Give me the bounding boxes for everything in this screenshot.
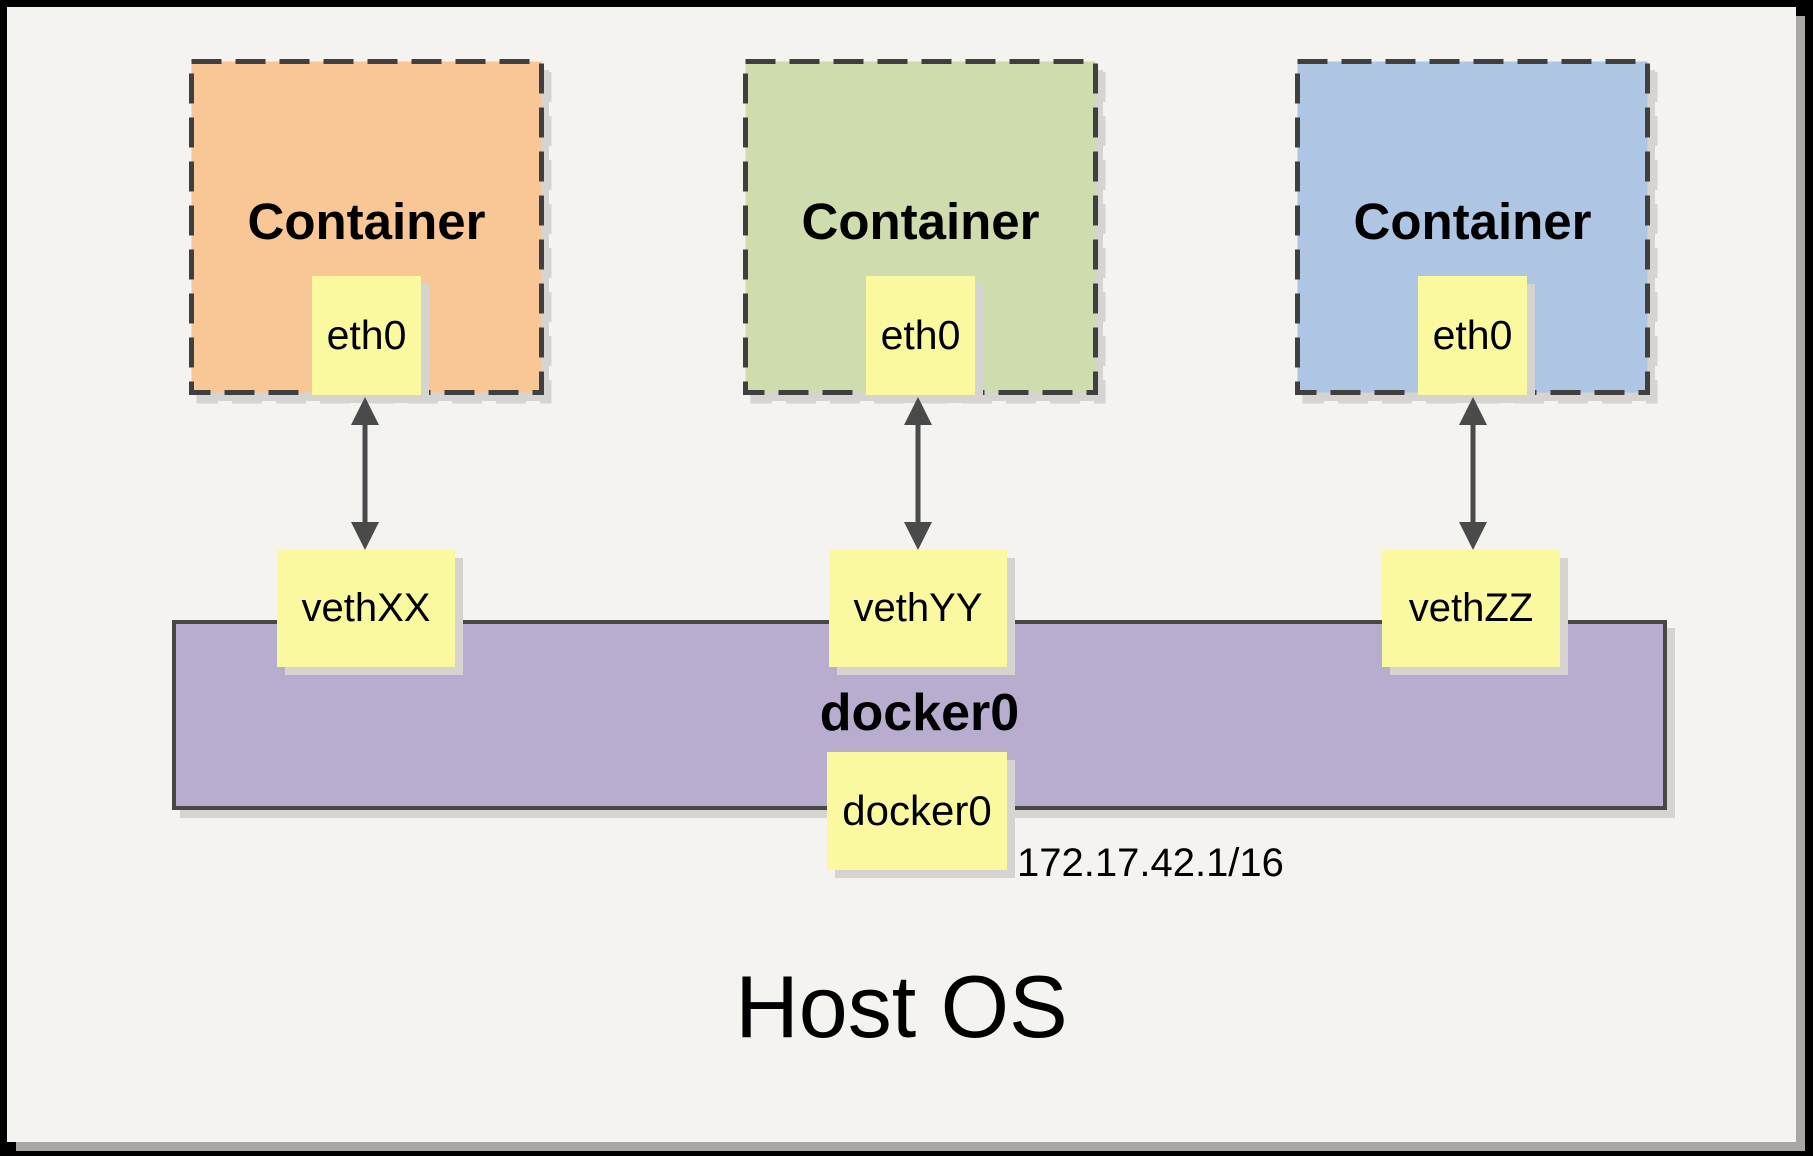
arrow-eth0-vethxx — [351, 397, 379, 550]
arrow-down-head — [351, 522, 379, 550]
container-3-label: Container — [1353, 193, 1592, 250]
arrow-up-head — [1459, 397, 1487, 425]
vethzz-label: vethZZ — [1408, 586, 1534, 630]
arrow-down-head — [904, 522, 932, 550]
arrow-up-head — [351, 397, 379, 425]
container-box-3: Container eth0 — [1295, 59, 1658, 404]
container-3-eth0-label: eth0 — [1432, 312, 1513, 358]
arrow-down-head — [1459, 522, 1487, 550]
container-1-eth0-box: eth0 — [312, 276, 421, 395]
docker0-bridge-label: docker0 — [819, 684, 1020, 742]
vethxx-label: vethXX — [301, 586, 431, 630]
docker0-ip-label: 172.17.42.1/16 — [1017, 841, 1284, 885]
container-1-eth0-label: eth0 — [326, 312, 407, 358]
host-os-label: Host OS — [735, 957, 1068, 1056]
container-3-eth0-box: eth0 — [1418, 276, 1527, 395]
vethzz-box: vethZZ — [1382, 550, 1560, 667]
container-2-eth0-label: eth0 — [880, 312, 961, 358]
docker0-interface-label: docker0 — [842, 787, 992, 834]
vethyy-box: vethYY — [829, 550, 1007, 667]
arrow-eth0-vethyy — [904, 397, 932, 550]
container-box-1: Container eth0 — [189, 59, 552, 404]
container-2-label: Container — [801, 193, 1040, 250]
container-box-2: Container eth0 — [743, 59, 1106, 404]
container-2-eth0-box: eth0 — [866, 276, 975, 395]
docker0-interface-box: docker0 — [827, 752, 1007, 870]
diagram-canvas: Container eth0 Container eth0 Container — [7, 7, 1796, 1142]
vethxx-box: vethXX — [277, 550, 455, 667]
vethyy-label: vethYY — [853, 586, 983, 630]
container-1-label: Container — [247, 193, 486, 250]
arrow-up-head — [904, 397, 932, 425]
arrow-eth0-vethzz — [1459, 397, 1487, 550]
